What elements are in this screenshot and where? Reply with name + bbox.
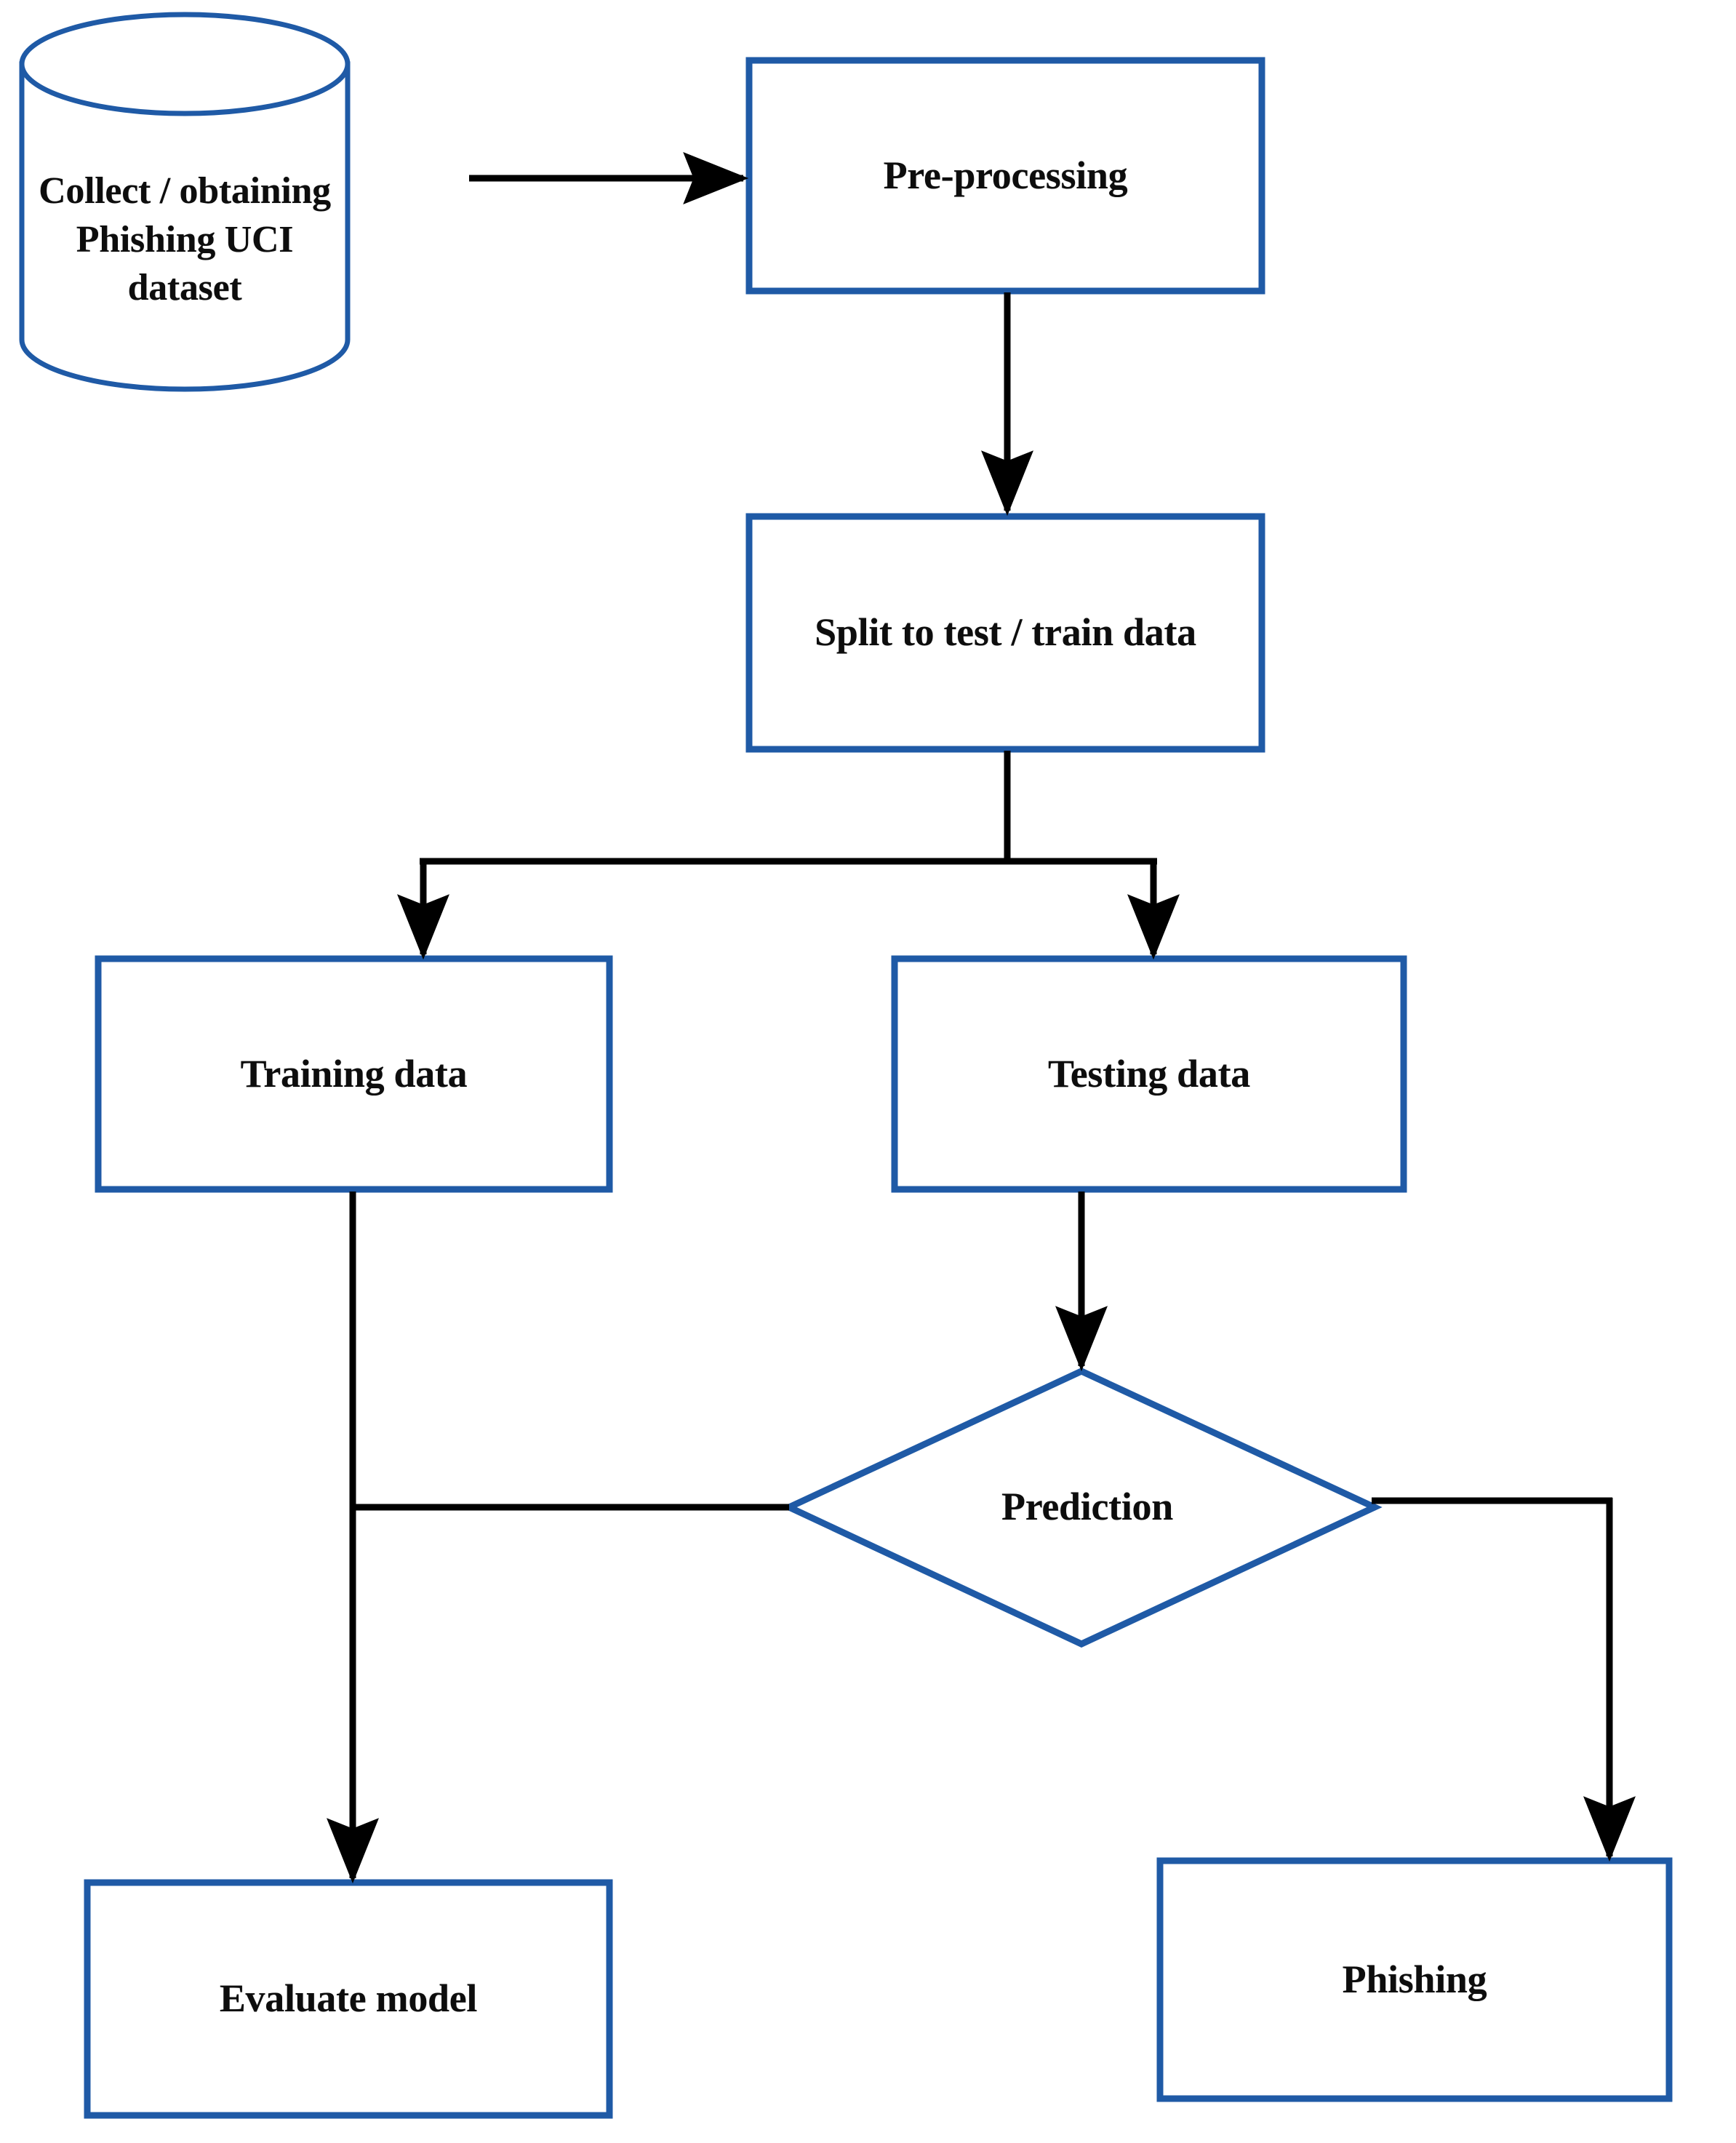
node-training-data[interactable] (98, 959, 609, 1189)
node-prediction[interactable] (789, 1371, 1375, 1644)
node-split-data[interactable] (749, 516, 1262, 749)
node-pre-processing[interactable] (749, 60, 1262, 291)
node-split-data-shape[interactable] (745, 513, 1265, 753)
node-pre-processing-shape[interactable] (745, 57, 1265, 295)
node-prediction-shape[interactable] (781, 1368, 1383, 1648)
node-phishing[interactable] (1160, 1861, 1669, 2099)
node-training-data-shape[interactable] (95, 955, 613, 1193)
node-phishing-shape[interactable] (1156, 1857, 1673, 2102)
node-testing-data[interactable] (895, 959, 1404, 1189)
node-evaluate-model[interactable] (87, 1883, 609, 2115)
node-collect-dataset[interactable] (22, 15, 348, 389)
node-testing-data-shape[interactable] (891, 955, 1407, 1193)
node-collect-dataset-shape[interactable] (19, 12, 351, 392)
